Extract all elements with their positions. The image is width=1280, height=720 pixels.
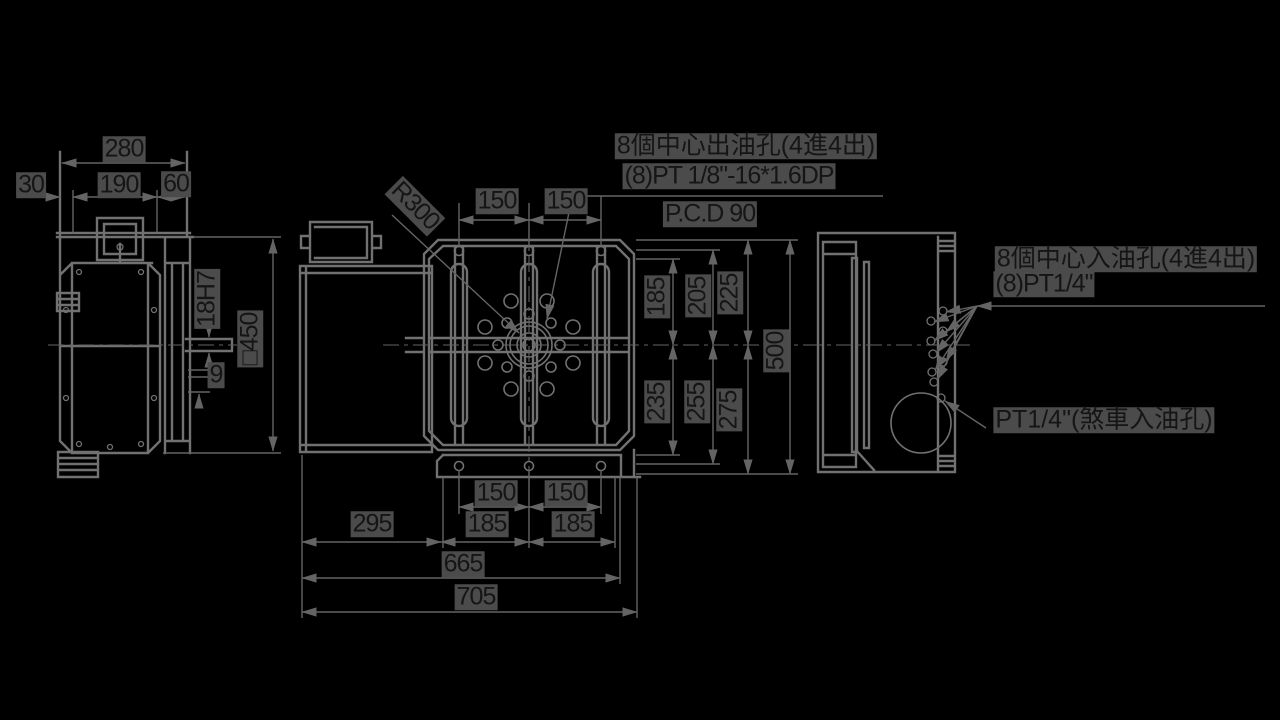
side-view-leaders <box>933 301 1265 429</box>
dim-500: 500 <box>761 329 790 373</box>
dim-275-lower: 275 <box>714 388 743 432</box>
dim-280: 280 <box>102 134 146 163</box>
front-view <box>17 150 281 479</box>
dim-185-bottom-left: 185 <box>465 509 509 538</box>
annotation-center-oil-out-line2: (8)PT 1/8"-16*1.6DP <box>622 161 836 190</box>
dim-185-bottom-right: 185 <box>551 509 595 538</box>
dim-225-upper: 225 <box>715 271 744 315</box>
dim-255-lower: 255 <box>682 380 711 424</box>
dim-9: 9 <box>207 360 225 389</box>
front-view-holes <box>62 243 158 451</box>
plan-view-leaders <box>391 192 883 334</box>
dim-450: □450 <box>235 310 264 368</box>
dim-150-top-right: 150 <box>544 186 588 215</box>
dim-295: 295 <box>350 509 394 538</box>
dim-150-bottom-right: 150 <box>544 478 588 507</box>
dim-18h7: 18H7 <box>192 269 221 329</box>
dim-665: 665 <box>441 549 485 578</box>
dim-235-lower: 235 <box>642 380 671 424</box>
dim-205-upper: 205 <box>683 274 712 318</box>
plan-view-dimension-lines <box>301 215 795 617</box>
dim-185-upper: 185 <box>642 275 671 319</box>
plan-view <box>298 192 883 618</box>
annotation-pcd-90: P.C.D 90 <box>662 199 758 228</box>
dim-30: 30 <box>16 170 46 199</box>
dim-150-bottom-left: 150 <box>474 478 518 507</box>
dim-705: 705 <box>454 582 498 611</box>
side-view <box>806 231 1265 474</box>
dim-190: 190 <box>97 170 141 199</box>
annotation-center-oil-out-line1: 8個中心出油孔(4進4出) <box>614 131 878 160</box>
annotation-brake-oil-in: PT1/4"(煞車入油孔) <box>993 405 1215 434</box>
annotation-center-oil-in-line2: (8)PT1/4" <box>993 269 1095 298</box>
front-view-dimension-lines <box>17 158 278 452</box>
dim-60: 60 <box>161 169 191 198</box>
table-slot-holes <box>453 245 607 472</box>
annotation-center-oil-in-line1: 8個中心入油孔(4進4出) <box>994 244 1258 273</box>
dim-150-top-left: 150 <box>475 186 519 215</box>
